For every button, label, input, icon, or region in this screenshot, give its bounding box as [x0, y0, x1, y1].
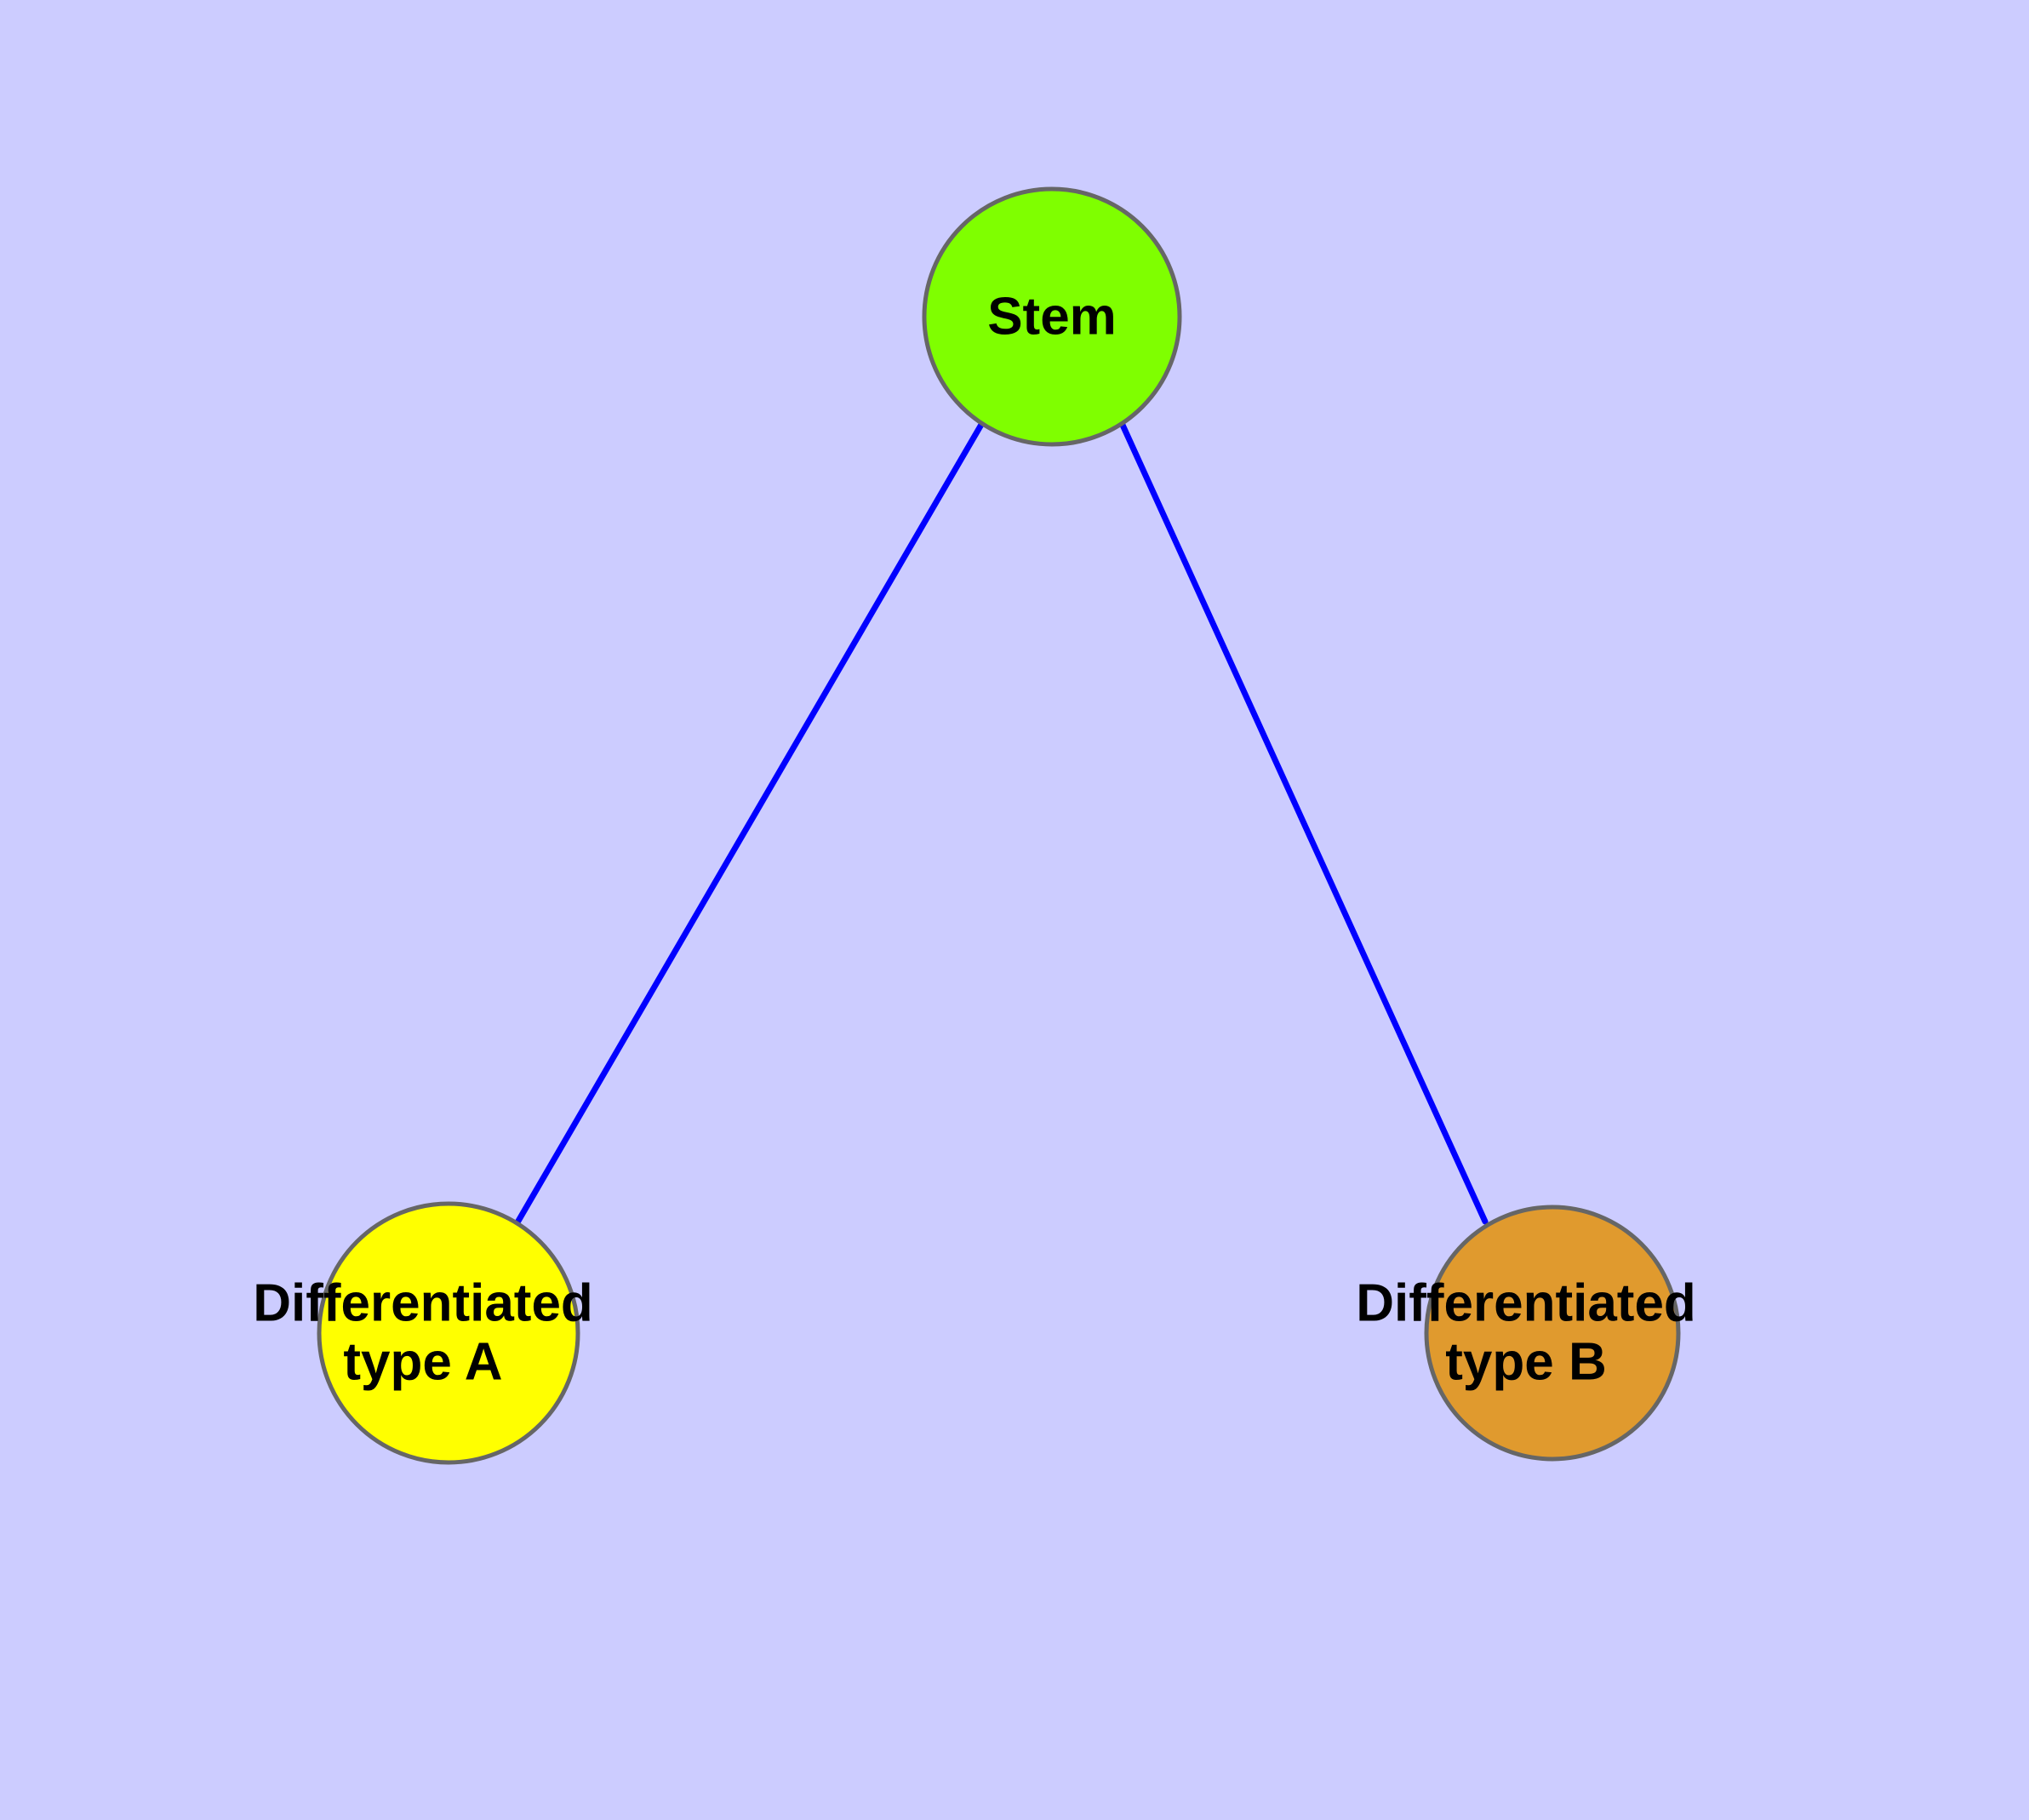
edge-layer [514, 420, 1489, 1226]
node-differentiated-type-a[interactable] [317, 1201, 580, 1465]
node-differentiated-type-b[interactable] [1424, 1205, 1681, 1462]
edge-stem-to-diff-a[interactable] [514, 420, 986, 1226]
node-stem[interactable] [922, 186, 1182, 447]
node-layer [317, 186, 1681, 1465]
edge-stem-to-diff-b[interactable] [1118, 420, 1489, 1225]
